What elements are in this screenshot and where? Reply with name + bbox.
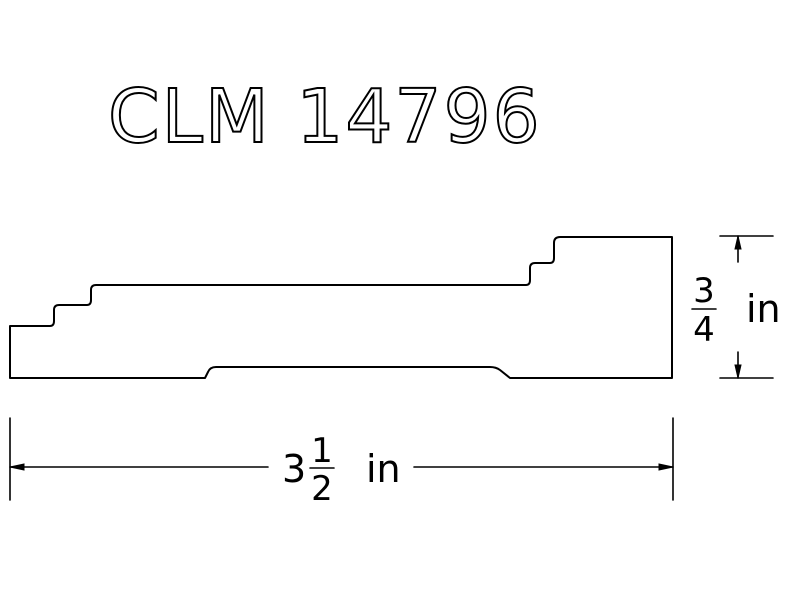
height-arrow-bottom (734, 364, 742, 379)
width-arrow-right (658, 463, 674, 471)
width-unit: in (366, 447, 401, 491)
width-dimension-label: 3 1 2 in (282, 431, 401, 509)
height-arrow-top (734, 235, 742, 250)
width-numerator: 1 (311, 431, 333, 471)
height-numerator: 3 (693, 271, 715, 311)
height-dimension-label: 3 4 in (691, 271, 781, 350)
molding-profile-outline (9, 236, 673, 379)
width-whole: 3 (282, 447, 306, 491)
width-arrow-left (9, 463, 25, 471)
width-denominator: 2 (311, 469, 333, 509)
part-number-title: CLM 14796 (108, 74, 542, 160)
height-denominator: 4 (693, 310, 715, 350)
height-unit: in (746, 287, 781, 331)
